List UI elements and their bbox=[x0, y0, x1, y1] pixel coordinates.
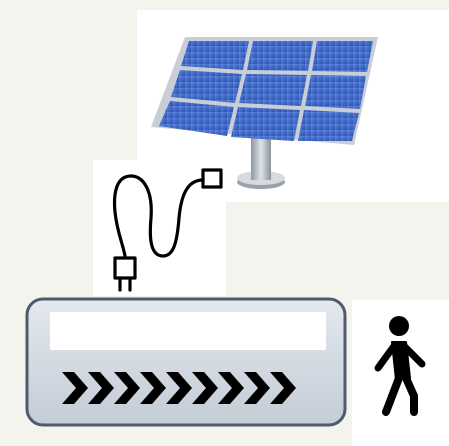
panel-cell bbox=[312, 41, 373, 72]
panel-cell bbox=[298, 110, 359, 141]
person-head bbox=[389, 316, 409, 336]
panel-cell bbox=[239, 74, 307, 106]
panel-cell bbox=[305, 75, 366, 109]
person-arm bbox=[378, 346, 394, 368]
panel-cell bbox=[247, 41, 313, 71]
power-plug-icon bbox=[93, 160, 226, 296]
panel-cell bbox=[231, 107, 300, 141]
panel-cells bbox=[159, 41, 373, 141]
walkway-conveyor-icon bbox=[22, 294, 352, 434]
plug-body bbox=[115, 258, 135, 278]
walkway-screen bbox=[50, 312, 326, 350]
panel-pole bbox=[251, 136, 271, 180]
socket-box bbox=[203, 170, 221, 187]
person-leg bbox=[386, 378, 399, 412]
panel-cell bbox=[181, 41, 249, 70]
panel-cell bbox=[159, 101, 234, 136]
walking-person-icon bbox=[352, 300, 449, 446]
power-cable bbox=[115, 176, 203, 256]
